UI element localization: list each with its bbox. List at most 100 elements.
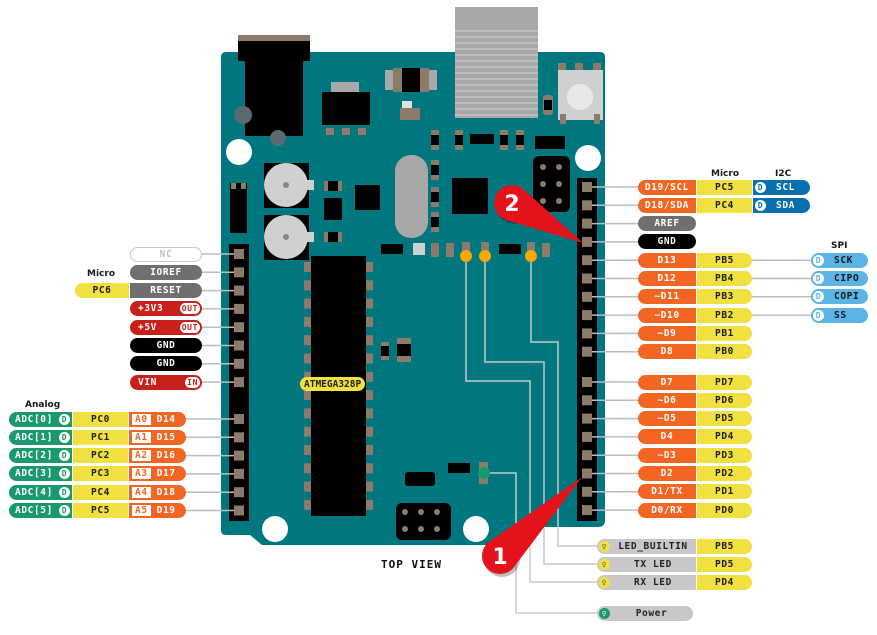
port-label: PD3 [697,447,752,463]
pin-label-d9: ~D9 [638,325,696,341]
digital-badge: D [755,199,766,211]
pin-label-d12: D12 [638,271,696,286]
header-pin [234,487,244,498]
pin-label-gnd: GND [130,338,202,353]
digital-badge: D [813,254,824,266]
led-label-power: ♀Power [597,605,693,621]
header-pin [582,395,592,406]
analog-pin-label: A0 D14 [129,411,186,427]
callout-2: 2 [494,185,583,243]
capacitor [264,163,314,208]
led-trace [465,262,598,583]
pin-name: GND [156,340,176,351]
header-pin [582,273,592,284]
digital-name: D15 [156,431,176,443]
digital-badge: D [59,505,70,516]
callout-circle [482,538,518,574]
header-pin [582,182,592,192]
adc-name: ADC[0] [15,413,53,425]
led-label-rxled: ♀ RX LED [597,574,696,590]
mounting-hole [463,516,489,542]
capacitor [264,215,314,260]
digital-name: D18 [156,486,176,498]
port-label: PD2 [697,466,752,481]
header-pin [234,267,244,278]
digital-name: D16 [156,450,176,462]
pin-label-d13: D13 [638,252,696,268]
bus-name: CIPO [834,273,860,284]
board-led [460,250,472,262]
pin-label-d6: ~D6 [638,392,696,408]
header-pin [582,310,592,321]
op-amp-chip [355,185,380,210]
port-label: PD0 [697,502,752,518]
led-label-ledbuiltin: ♀LED_BUILTIN [597,538,696,554]
pin-label-d18sda: D18/SDA [638,197,696,213]
port-label: PC1 [73,429,128,445]
header-pin [582,218,592,229]
port-label: PB0 [697,344,752,360]
bus-name: SCK [834,254,853,266]
led-name: RX LED [634,576,672,588]
reset-button[interactable] [558,63,603,124]
analog-name: A0 [132,413,151,425]
port-label: PB2 [697,307,752,323]
digital-name: D19 [156,505,176,516]
digital-name: D14 [156,413,176,425]
led-trace [530,262,598,547]
power-led [478,467,490,479]
pin-label-d5: ~D5 [638,411,696,427]
led-icon: ♀ [599,576,610,588]
callout-number: 1 [492,545,507,570]
led-name: LED_BUILTIN [618,540,688,552]
led-port-label: PD5 [697,556,752,572]
port-label: PC5 [73,503,128,518]
adc-label: ADC[5]D [9,503,72,518]
callout-number: 2 [504,192,519,217]
bus-name: SCL [776,181,795,193]
header-pin [234,432,244,443]
adc-name: ADC[3] [15,468,53,480]
icsp-header-bottom [396,503,451,540]
fuse [385,68,437,120]
header-pin [582,346,592,357]
port-label: PD6 [697,392,752,408]
pin-label-reset: RESET [130,283,202,299]
board-led [479,250,491,262]
bus-label-sck: D SCK [811,252,868,268]
pin-label-d7: D7 [638,374,696,390]
adc-name: ADC[4] [15,486,53,498]
adc-name: ADC[2] [15,450,53,462]
pin-label-d8: D8 [638,344,696,360]
pin-label-d19scl: D19/SCL [638,179,696,195]
bus-name: SS [834,309,847,321]
analog-name: A4 [132,486,151,498]
pin-name: NC [159,248,173,260]
port-label: PC4 [697,197,752,213]
chip-label: ATMEGA328P [300,377,366,391]
adc-label: ADC[0]D [9,411,72,427]
adc-label: ADC[1]D [9,429,72,445]
header-pin [582,505,592,516]
port-label: PC2 [73,448,128,464]
view-label: TOP VIEW [381,558,442,571]
header-pin [582,255,592,266]
left-micro-header: Micro [87,269,115,279]
adc-label: ADC[3] D [9,466,72,482]
port-label: PD5 [697,411,752,427]
pin-label-aref: AREF [638,216,696,232]
port-label: PC4 [73,484,128,500]
header-pin [234,340,244,351]
icsp-header [533,156,570,212]
pin-label-d11: ~D11 [638,289,696,305]
micro-port-label: PC6 [75,283,129,299]
digital-badge: D [59,468,70,480]
analog-name: A1 [132,431,151,443]
led-port-label: PB5 [697,538,752,554]
